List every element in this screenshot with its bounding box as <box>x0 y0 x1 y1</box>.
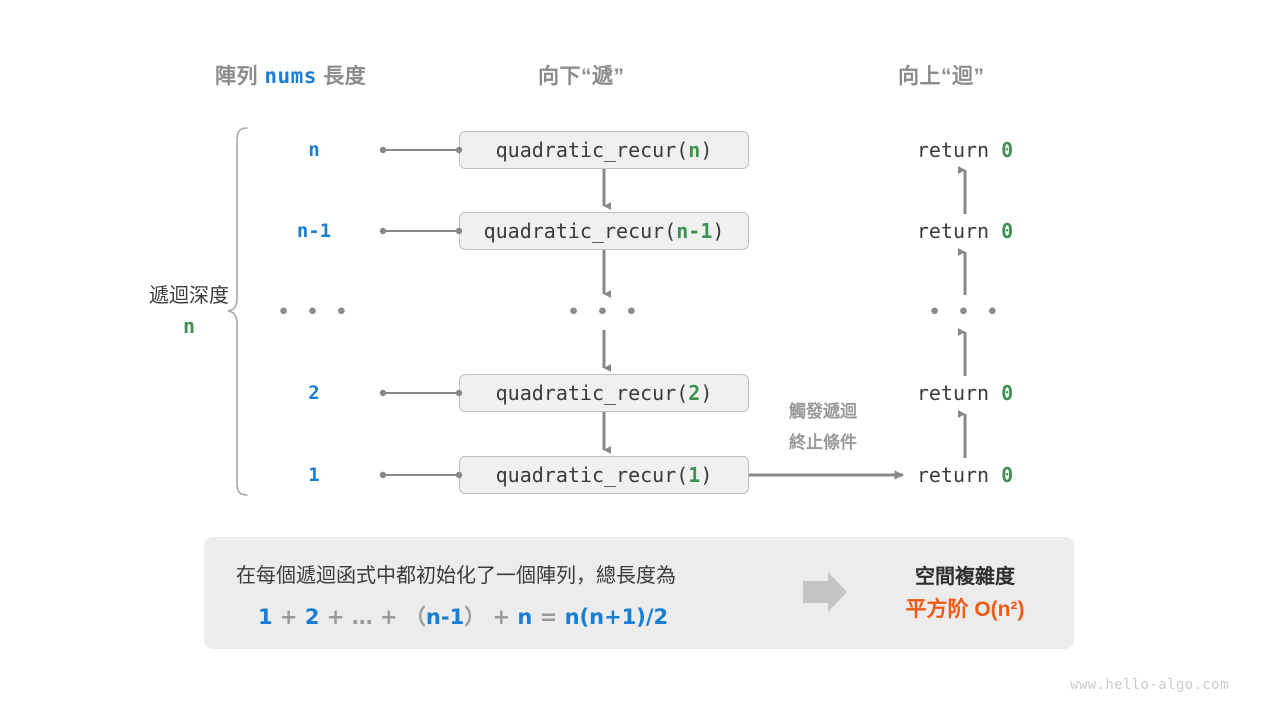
formula-token-1: + <box>272 605 305 629</box>
formula-token-5: + <box>372 605 405 629</box>
base-case-note-line2: 終止條件 <box>789 433 857 452</box>
call-box-arg-1: n-1 <box>676 219 713 243</box>
recursion-depth-value: n <box>182 314 196 338</box>
space-complexity-title: 空間複雜度 <box>915 566 1015 588</box>
call-box-prefix-3: quadratic_recur( <box>495 381 689 405</box>
return-chain-ellipsis: • • • <box>928 301 1002 323</box>
call-box-row-3[interactable]: quadratic_recur(2) <box>459 374 749 412</box>
formula-token-8: ） <box>464 605 486 629</box>
size-connector-row-4 <box>379 471 463 479</box>
column-header-array-length: 陣列 nums 長度 <box>215 60 366 90</box>
call-box-prefix-0: quadratic_recur( <box>495 138 689 162</box>
formula-token-11: = <box>532 605 565 629</box>
call-box-suffix-1: ) <box>712 219 725 243</box>
recursion-depth-title: 遞迴深度 <box>149 285 229 307</box>
header-left-mono: nums <box>264 64 317 88</box>
return-keyword-0: return <box>916 138 1002 162</box>
return-keyword-1: return <box>916 219 1002 243</box>
size-connector-row-0 <box>379 146 463 154</box>
site-watermark: www.hello-algo.com <box>1070 677 1229 693</box>
summary-panel <box>204 537 1074 649</box>
call-box-suffix-3: ) <box>700 381 713 405</box>
call-box-arg-4: 1 <box>688 463 701 487</box>
return-label-row-0: return 0 <box>917 138 1013 162</box>
summary-description: 在每個遞迴函式中都初始化了一個陣列，總長度為 <box>236 565 676 587</box>
array-size-label-row-4: 1 <box>308 464 320 486</box>
size-connector-row-3 <box>379 389 463 397</box>
space-complexity-value: 平方阶 O(n²) <box>905 598 1025 621</box>
array-size-label-row-1: n-1 <box>296 220 332 242</box>
call-box-suffix-0: ) <box>700 138 713 162</box>
summary-result: 空間複雜度 平方阶 O(n²) <box>856 561 1074 627</box>
formula-token-12: n(n+1)/2 <box>564 605 669 629</box>
call-box-arg-0: n <box>688 138 701 162</box>
return-value-4: 0 <box>1001 463 1014 487</box>
formula-token-2: 2 <box>304 605 320 629</box>
return-label-row-4: return 0 <box>917 463 1013 487</box>
return-value-1: 0 <box>1001 219 1014 243</box>
summary-formula: 1 + 2 + … + （n-1） + n = n(n+1)/2 <box>258 603 668 631</box>
array-size-label-row-0: n <box>308 139 320 161</box>
return-value-0: 0 <box>1001 138 1014 162</box>
base-case-note: 觸發遞迴 終止條件 <box>762 396 884 458</box>
formula-token-7: n-1 <box>425 605 465 629</box>
call-chain-ellipsis: • • • <box>567 301 641 323</box>
header-left-suffix: 長度 <box>323 65 367 88</box>
size-connector-row-1 <box>379 227 463 235</box>
return-value-3: 0 <box>1001 381 1014 405</box>
return-keyword-3: return <box>916 381 1002 405</box>
column-header-descend: 向下“遞” <box>538 65 625 88</box>
recursion-depth-label: 遞迴深度 n <box>94 281 284 341</box>
base-case-note-line1: 觸發遞迴 <box>789 402 857 421</box>
array-size-label-row-3: 2 <box>308 382 320 404</box>
column-header-ascend: 向上“迴” <box>898 65 985 88</box>
formula-token-3: + <box>319 605 352 629</box>
call-box-prefix-4: quadratic_recur( <box>495 463 689 487</box>
formula-token-6: （ <box>404 605 426 629</box>
array-size-label-row-2-ellipsis: • • • <box>277 301 351 323</box>
formula-token-0: 1 <box>258 605 273 629</box>
formula-token-9: + <box>485 605 518 629</box>
call-box-row-1[interactable]: quadratic_recur(n-1) <box>459 212 749 250</box>
call-box-prefix-1: quadratic_recur( <box>483 219 677 243</box>
header-left-prefix: 陣列 <box>215 65 258 88</box>
call-box-arg-3: 2 <box>688 381 701 405</box>
call-box-suffix-4: ) <box>700 463 713 487</box>
return-label-row-1: return 0 <box>917 219 1013 243</box>
return-keyword-4: return <box>916 463 1002 487</box>
formula-token-10: n <box>517 605 533 629</box>
call-box-row-4[interactable]: quadratic_recur(1) <box>459 456 749 494</box>
formula-token-4: … <box>351 605 373 629</box>
call-box-row-0[interactable]: quadratic_recur(n) <box>459 131 749 169</box>
return-label-row-3: return 0 <box>917 381 1013 405</box>
